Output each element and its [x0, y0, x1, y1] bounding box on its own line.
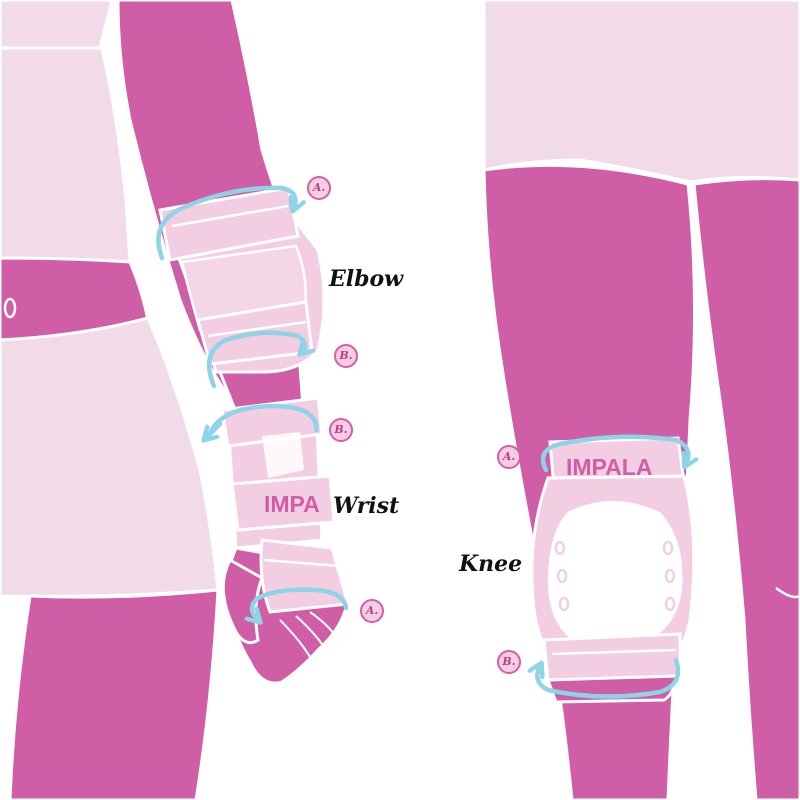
upper-torso-clothing	[0, 0, 114, 50]
palm-guard	[259, 538, 350, 614]
elbow-pad-strap-top-line	[171, 204, 289, 228]
wrist-b-arrow	[205, 403, 319, 441]
knee-b-arrow	[537, 657, 681, 699]
wrist-guard-strap-mid	[230, 474, 336, 532]
knee-pad-strap-bottom-line	[551, 648, 677, 656]
shorts	[0, 316, 220, 598]
knee-b-marker: B.	[497, 650, 521, 674]
wrist-a-marker: A.	[360, 599, 384, 623]
wrist-a-arrow	[252, 587, 349, 620]
elbow-b-arrow	[206, 330, 305, 389]
wrist-guard-splint	[262, 432, 304, 478]
right-figure-right-leg	[692, 177, 800, 800]
knee-crease	[775, 586, 800, 599]
elbow-a-arrow	[156, 185, 295, 261]
palm-guard-strap	[263, 558, 341, 568]
wrist-b-arrowhead-end	[206, 421, 223, 438]
wrist-label: Wrist	[333, 493, 400, 519]
elbow-label: Elbow	[329, 266, 404, 292]
navel	[3, 297, 17, 319]
elbow-a-marker: A.	[307, 176, 331, 200]
finger-line-2	[295, 615, 327, 651]
left-leg	[8, 588, 220, 800]
wrist-b-marker: B.	[329, 418, 353, 442]
elbow-pad-strap-bottom-line	[207, 320, 307, 338]
finger-line-1	[279, 619, 313, 661]
finger-line-3	[309, 611, 339, 641]
elbow-pad-strap-top	[158, 186, 300, 262]
knee-label: Knee	[459, 551, 523, 577]
knee-a-marker: A.	[497, 445, 521, 469]
wrist-guard-logo: IMPA	[264, 491, 320, 517]
knee-pad-strap-bottom	[542, 632, 682, 682]
measurement-arrows	[156, 185, 688, 699]
knee-pad-cap	[547, 501, 683, 649]
right-shorts	[482, 0, 800, 184]
shirt	[0, 46, 132, 264]
elbow-b-marker: B.	[334, 344, 358, 368]
knee-a-arrow	[540, 434, 688, 473]
knee-pad-logo: IMPALA	[566, 454, 652, 480]
knee-pad-rivets	[554, 540, 676, 612]
